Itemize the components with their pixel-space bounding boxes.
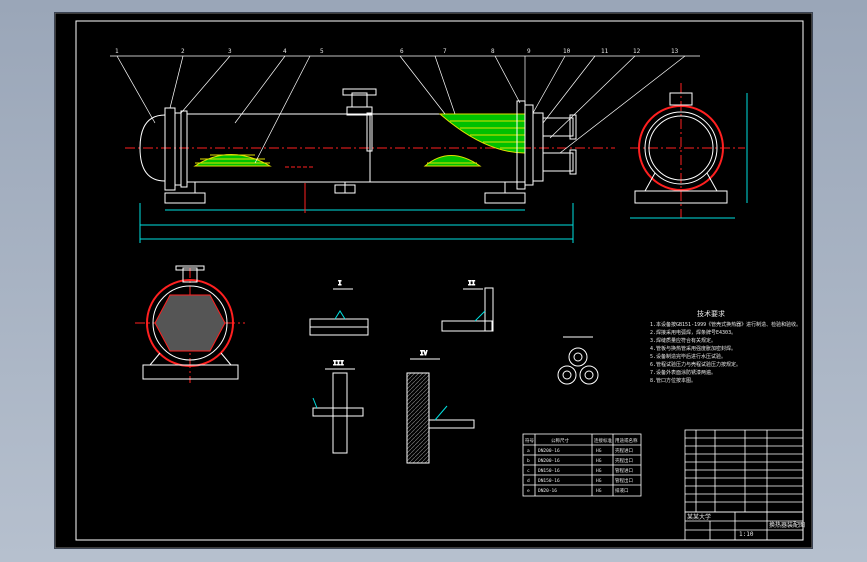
cad-drawing: 1 2 3 4 5 6 7 8 9 10 11 12 13 [55,13,812,548]
detail-label-4: IV [420,350,428,357]
right-tube-bundle [438,113,526,154]
outer-frame [75,20,804,541]
nozzle-row-5-purpose: 排液口 [615,487,629,494]
sheet-edge [55,13,812,548]
balloon-6: 6 [400,48,404,55]
tech-req-line-6: 6.管程试验压力与壳程试验压力按规定。 [650,361,741,368]
tube-pitch-detail [557,336,599,385]
balloon-8: 8 [491,48,495,55]
balloon-1: 1 [115,48,119,55]
balloon-7: 7 [443,48,447,55]
detail-label-3: III [333,360,344,367]
nozzle-row-4-size: DN150-16 [538,478,560,484]
nozzle-c [542,117,574,137]
drawing-sheet: 1 2 3 4 5 6 7 8 9 10 11 12 13 [55,13,812,548]
middle-tube-bundle [423,155,482,167]
tech-req-line-4: 4.管板与换热管采用强度胀加密封焊。 [650,345,736,352]
weld-detail-4: IV [406,350,475,464]
nozzle-table [522,433,642,497]
nozzle-d [542,152,574,172]
nozzle-row-1-standard: HG [596,448,602,454]
weld-detail-1: I [309,280,369,336]
nozzle-row-1-size: DN200-16 [538,448,560,454]
nozzle-row-2-standard: HG [596,458,602,464]
tech-req-line-1: 1.本设备按GB151-1999《管壳式换热器》进行制造、检验和验收。 [650,321,801,328]
right-end-view [630,83,748,219]
balloon-11: 11 [601,48,609,55]
tech-req-line-7: 7.设备外表面涂防锈漆两遍。 [650,369,716,376]
nozzle-row-5-size: DN20-16 [538,488,557,494]
balloon-leaders [110,55,700,164]
nozzle-row-1-purpose: 壳程进口 [615,447,633,454]
balloon-4: 4 [283,48,287,55]
tech-req-line-5: 5.设备制造完毕后进行水压试验。 [650,353,726,360]
nozzle-row-1-symbol: a [527,449,530,454]
nozzle-table-text: 符号 公称尺寸 连接标准 用途或名称 a DN200-16 HG 壳程进口 b … [525,437,638,494]
left-flange [164,107,176,191]
balloon-2: 2 [181,48,185,55]
nozzle-row-3-standard: HG [596,468,602,474]
tech-requirements: 技术要求 1.本设备按GB151-1999《管壳式换热器》进行制造、检验和验收。… [650,309,801,384]
balloon-10: 10 [563,48,571,55]
balloon-labels: 1 2 3 4 5 6 7 8 9 10 11 12 13 [115,48,679,55]
weld-detail-2: II [441,280,494,332]
balloon-9: 9 [527,48,531,55]
nozzle-header-symbol: 符号 [525,437,534,444]
nozzle-row-4-purpose: 管程出口 [615,477,633,484]
nozzle-header-purpose: 用途或名称 [615,437,638,444]
nozzle-row-5-standard: HG [596,488,602,494]
tech-req-line-2: 2.焊接采用电弧焊，焊条牌号E4303。 [650,329,736,336]
title-block-text: 换热器装配图 某某大学 1:10 [687,513,805,538]
section-view-tubesheet [135,265,245,383]
nozzle-header-standard: 连接标准 [594,437,612,444]
nozzle-row-3-purpose: 管程进口 [615,467,633,474]
left-head [139,114,166,182]
balloon-12: 12 [633,48,641,55]
title-block [684,511,804,541]
drawing-name: 换热器装配图 [769,521,805,529]
balloon-5: 5 [320,48,324,55]
nozzle-row-5-symbol: e [527,489,530,494]
detail-label-2: II [468,280,476,287]
nozzle-header-size: 公称尺寸 [551,437,569,444]
balloon-13: 13 [671,48,679,55]
balloon-3: 3 [228,48,232,55]
detail-label-1: I [338,280,342,287]
nozzle-row-4-symbol: d [527,478,530,484]
nozzle-row-3-size: DN150-16 [538,468,560,474]
tube-layout [154,294,226,352]
nozzle-row-2-purpose: 壳程出口 [615,457,633,464]
nozzle-row-2-size: DN200-16 [538,458,560,464]
main-elevation-view [125,88,615,243]
company-name: 某某大学 [687,513,711,521]
tech-req-line-3: 3.焊缝质量应符合有关规定。 [650,337,716,344]
tech-req-line-8: 8.管口方位按本图。 [650,377,696,384]
nozzle-row-3-symbol: c [527,469,530,474]
nozzle-row-2-symbol: b [527,458,530,464]
tech-req-title: 技术要求 [697,309,725,318]
parts-list [684,429,804,513]
drawing-scale: 1:10 [739,531,754,538]
nozzle-row-4-standard: HG [596,478,602,484]
weld-detail-3: III [312,360,364,454]
